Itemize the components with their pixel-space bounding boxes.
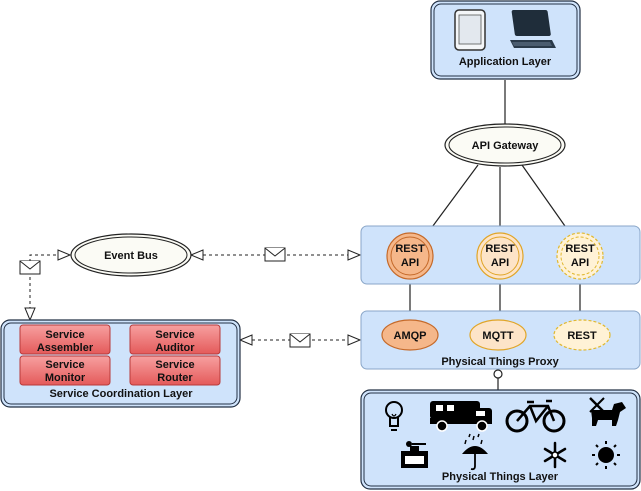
rest-api-2[interactable]: REST API xyxy=(476,232,524,280)
arrow-into-eventbus-right xyxy=(189,249,204,261)
protocol-amqp-label: AMQP xyxy=(394,330,427,342)
arrow-into-coordination xyxy=(24,307,36,322)
dog-icon xyxy=(589,397,626,426)
protocol-mqtt[interactable]: MQTT xyxy=(469,319,527,351)
service-router-line1: Service xyxy=(155,359,194,371)
service-router[interactable]: Service Router xyxy=(129,355,221,386)
service-auditor[interactable]: Service Auditor xyxy=(129,324,221,355)
api-gateway-label: API Gateway xyxy=(472,140,540,152)
sun-icon xyxy=(592,441,620,469)
protocol-rest-label: REST xyxy=(567,330,597,342)
application-layer: Application Layer xyxy=(430,0,581,80)
physical-things-layer-label: Physical Things Layer xyxy=(442,471,559,483)
envelope-icon xyxy=(264,247,286,262)
tablet-icon xyxy=(454,9,486,51)
envelope-icon xyxy=(19,260,41,275)
event-bus-label: Event Bus xyxy=(104,250,158,262)
rest-api-2-line2: API xyxy=(491,257,509,269)
weighing-scale-icon xyxy=(401,441,428,468)
rest-api-1[interactable]: REST API xyxy=(386,232,434,280)
service-router-line2: Router xyxy=(157,372,193,384)
proxy-connector-dot xyxy=(493,369,503,379)
rest-api-2-line1: REST xyxy=(485,243,515,255)
umbrella-rain-icon xyxy=(462,433,488,471)
event-bus[interactable]: Event Bus xyxy=(70,233,192,277)
arrow-into-proxy xyxy=(347,334,362,346)
rest-api-3-line2: API xyxy=(571,257,589,269)
eventbus-to-coordination-dashed-line xyxy=(29,254,68,308)
arrow-into-apis xyxy=(347,249,362,261)
service-monitor[interactable]: Service Monitor xyxy=(19,355,111,386)
camper-van-icon xyxy=(430,401,492,432)
envelope-icon xyxy=(289,333,311,348)
application-layer-label: Application Layer xyxy=(459,56,552,68)
light-bulb-icon xyxy=(385,401,403,431)
api-gateway[interactable]: API Gateway xyxy=(444,123,566,167)
service-auditor-line2: Auditor xyxy=(155,342,195,354)
service-monitor-line1: Service xyxy=(45,359,84,371)
protocol-rest[interactable]: REST xyxy=(553,319,611,351)
rest-api-1-line2: API xyxy=(401,257,419,269)
service-assembler[interactable]: Service Assembler xyxy=(19,324,111,355)
protocol-amqp[interactable]: AMQP xyxy=(381,319,439,351)
gateway-to-rest-api-3-line xyxy=(521,164,573,237)
envelope-icons xyxy=(19,247,311,348)
laptop-icon xyxy=(510,10,556,48)
rest-api-3-line1: REST xyxy=(565,243,595,255)
rest-api-3[interactable]: REST API xyxy=(556,232,604,280)
arrow-into-coordination-right xyxy=(238,334,253,346)
rest-api-1-line1: REST xyxy=(395,243,425,255)
service-auditor-line1: Service xyxy=(155,329,194,341)
service-coordination-layer-label: Service Coordination Layer xyxy=(49,388,193,400)
service-assembler-line1: Service xyxy=(45,329,84,341)
physical-things-proxy-label: Physical Things Proxy xyxy=(441,356,559,368)
arrow-into-eventbus-left xyxy=(57,249,72,261)
bicycle-icon xyxy=(505,399,566,433)
service-monitor-line2: Monitor xyxy=(45,372,86,384)
arrowheads xyxy=(24,249,362,346)
snowflake-icon xyxy=(543,441,567,469)
protocol-mqtt-label: MQTT xyxy=(482,330,513,342)
service-assembler-line2: Assembler xyxy=(37,342,94,354)
